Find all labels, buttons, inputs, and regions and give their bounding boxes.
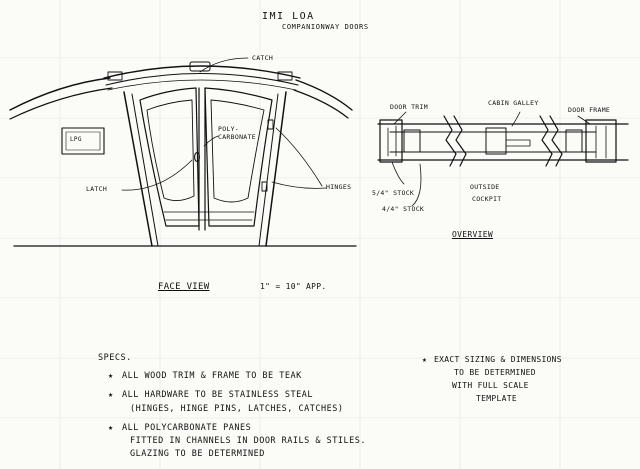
hinge-lower [261,181,268,192]
note-line-4: Template [476,394,517,403]
left-door-trim [379,119,403,163]
label-stock-5-4: 5/4" Stock [372,189,415,197]
right-door [204,87,273,227]
left-door-pane [146,99,195,201]
label-door-frame: Door Frame [568,106,611,114]
scale-note: 1" = 10" App. [260,282,327,291]
label-outside: Outside [470,183,500,191]
label-catch: Catch [252,54,274,62]
door-frame [123,91,287,247]
break-mark-right [539,115,553,167]
placard [61,127,105,155]
right-door-pane [210,99,265,203]
label-stock-4-4: 4/4" Stock [382,205,425,213]
right-door-frame [585,119,617,163]
label-latch: Latch [86,185,108,193]
cabin-top-arc-right-inner [293,89,349,119]
hinge-upper [267,119,274,130]
latch-handle [194,151,200,163]
label-cockpit: Cockpit [472,195,502,203]
break-mark-left [443,115,457,167]
label-cabin-galley: Cabin Galley [488,99,539,107]
drawing-subtitle: Companionway Doors [282,23,369,31]
note-line-1: Exact Sizing & Dimensions [434,355,562,364]
face-view-caption: Face View [158,282,210,292]
hatch-top [103,65,301,79]
note-line-2: to be Determined [454,368,536,377]
face-view-drawing [9,57,357,247]
specs-heading: Specs. [98,353,132,363]
spec-item-3-line-1: All Polycarbonate Panes [122,423,252,433]
spec-star-3: ★ [108,423,114,433]
cabin-top-arc-outer [9,77,111,111]
spec-item-1-line-1: All Wood Trim & Frame to be Teak [122,371,302,381]
cabin-top-arc-right-outer [295,79,353,111]
left-door [139,87,200,227]
spec-star-2: ★ [108,390,114,400]
overview-drawing [377,111,629,207]
note-star: ★ [422,355,428,364]
spec-item-3-line-3: Glazing to be Determined [130,449,265,459]
placard-text: LPG [70,136,82,143]
overview-caption: Overview [452,230,493,239]
label-hinges: Hinges [326,183,352,191]
spec-item-2-line-2: (Hinges, Hinge Pins, Latches, Catches) [130,404,344,414]
cabin-top-arc-inner [9,87,113,120]
spec-item-3-line-2: Fitted in Channels in Door Rails & Stile… [130,436,366,446]
label-polycarbonate: Poly-carbonate [218,125,256,141]
drawing-title: Imi Loa [262,11,315,22]
spec-item-2-line-1: All Hardware to be Stainless Steal [122,390,313,400]
note-line-3: with Full Scale [452,381,529,390]
spec-star-1: ★ [108,371,114,381]
label-door-trim: Door Trim [390,103,428,111]
